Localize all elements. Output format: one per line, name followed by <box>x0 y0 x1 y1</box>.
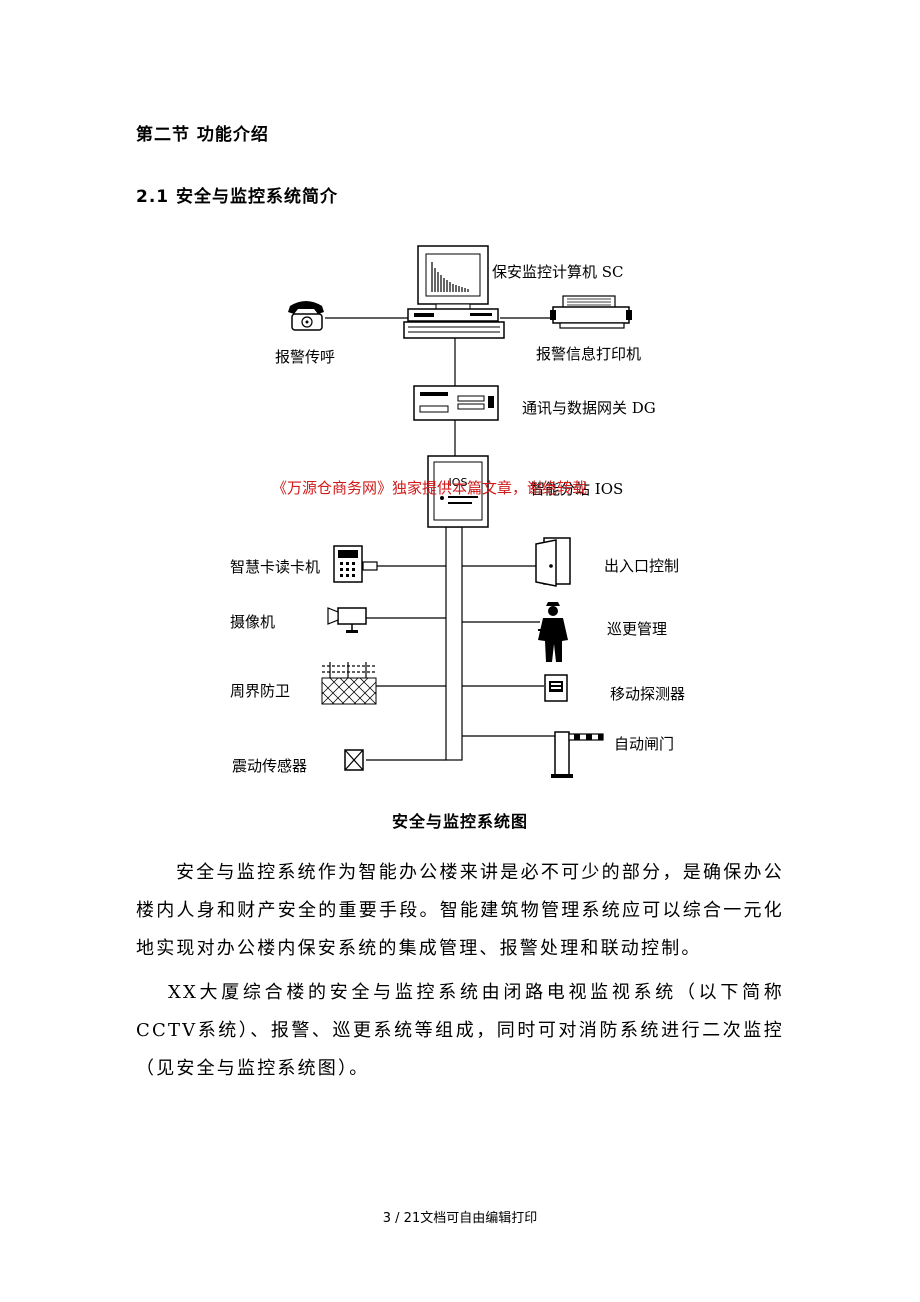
gate-label: 自动闸门 <box>614 735 674 753</box>
card-reader-label: 智慧卡读卡机 <box>230 558 320 576</box>
patrol-label: 巡更管理 <box>607 620 667 638</box>
watermark-text: 《万源仓商务网》独家提供本篇文章，谢绝转载 <box>272 479 588 497</box>
guard-icon <box>538 602 568 662</box>
gate-icon <box>551 731 604 778</box>
computer-icon <box>403 245 505 339</box>
section-heading: 第二节 功能介绍 <box>136 125 269 145</box>
perimeter-label: 周界防卫 <box>230 682 290 700</box>
security-system-diagram: IOS <box>230 245 685 778</box>
vibration-sensor-icon <box>344 749 364 771</box>
ios-panel-label: IOS <box>449 476 468 489</box>
card-reader-icon <box>333 545 378 583</box>
ios-label: 智能分站 IOS <box>530 480 623 498</box>
subsection-heading: 2.1 安全与监控系统简介 <box>136 187 339 207</box>
ios-cabinet-icon: IOS <box>427 455 489 528</box>
figure-caption: 安全与监控系统图 <box>391 812 528 831</box>
printer-label: 报警信息打印机 <box>536 345 641 363</box>
camera-icon <box>327 607 367 633</box>
gateway-icon <box>413 385 499 421</box>
paragraph-1: 安全与监控系统作为智能办公楼来讲是必不可少的部分，是确保办公楼内人身和财产安全的… <box>136 862 784 959</box>
connection-lines <box>325 317 556 761</box>
system-bus <box>445 526 463 761</box>
pager-label: 报警传呼 <box>275 348 335 366</box>
motion-label: 移动探测器 <box>610 685 685 703</box>
door-icon <box>535 537 571 587</box>
page-footer: 3 / 21文档可自由编辑打印 <box>382 1211 538 1226</box>
gateway-label: 通讯与数据网关 DG <box>522 399 656 417</box>
motion-detector-icon <box>544 674 568 702</box>
access-label: 出入口控制 <box>604 557 679 575</box>
printer-icon <box>550 295 632 329</box>
camera-label: 摄像机 <box>230 613 275 631</box>
phone-icon <box>288 301 324 331</box>
fence-icon <box>321 662 377 705</box>
computer-label: 保安监控计算机 SC <box>492 263 624 281</box>
paragraph-2: XX大厦综合楼的安全与监控系统由闭路电视监视系统（以下简称CCTV系统）、报警、… <box>136 982 784 1079</box>
vibration-label: 震动传感器 <box>232 757 307 775</box>
